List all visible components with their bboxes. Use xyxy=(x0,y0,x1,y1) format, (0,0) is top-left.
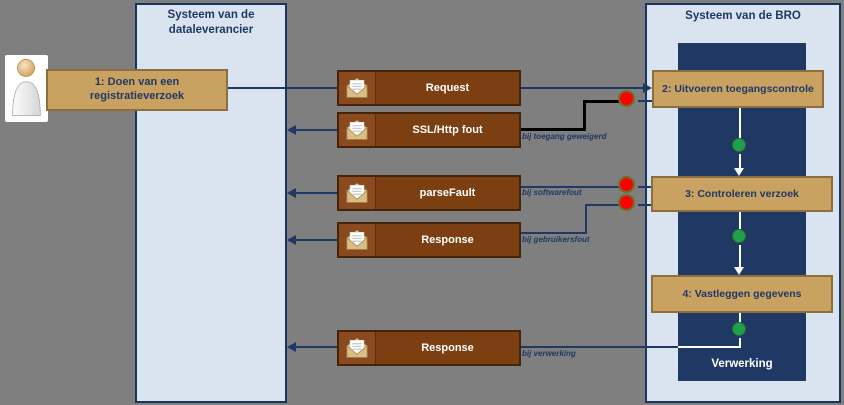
success-dot xyxy=(732,229,746,243)
supplier-panel-title: Systeem van de dataleverancier xyxy=(167,9,255,36)
envelope-icon xyxy=(339,114,376,146)
message-label: Response xyxy=(421,234,474,246)
response-afkeur-to-supplier-line xyxy=(294,239,337,241)
message-label: Request xyxy=(425,82,470,94)
request-message: Request xyxy=(337,70,521,106)
step-1-box: 1: Doen van een registratieverzoek xyxy=(46,69,228,111)
error-dot xyxy=(618,90,635,107)
flow-dot3-down-line xyxy=(739,338,741,348)
response-afkeur-arrowhead xyxy=(287,235,296,245)
flow-dot2-to-step4-line xyxy=(739,245,741,267)
response-afkeur-line-h2 xyxy=(521,232,587,234)
bro-panel-title: Systeem van de BRO xyxy=(685,10,801,22)
step2-error-stub-line xyxy=(638,100,652,102)
supplier-panel xyxy=(135,3,287,403)
processing-band-label: Verwerking xyxy=(711,358,773,370)
flow-step3-to-dot2-line xyxy=(739,212,741,229)
step-4-box: 4: Vastleggen gegevens xyxy=(651,275,833,313)
message-label: Response xyxy=(421,342,474,354)
message-label: parseFault xyxy=(419,187,476,199)
flow-step4-arrowhead xyxy=(734,267,744,275)
success-dot xyxy=(732,138,746,152)
response-verwerking-arrowhead xyxy=(287,342,296,352)
envelope-icon xyxy=(339,177,376,209)
step3-error-stub1-line xyxy=(638,186,651,188)
envelope-icon xyxy=(339,72,376,104)
response-verwerking-line-white xyxy=(678,346,741,348)
actor xyxy=(5,55,48,122)
ssl-arrowhead xyxy=(287,125,296,135)
parsefault-arrowhead xyxy=(287,188,296,198)
parsefault-message: parseFault xyxy=(337,175,521,211)
ssl-fout-note: bij toegang geweigerd xyxy=(522,132,607,141)
response-verwerking-message: Response xyxy=(337,330,521,366)
response-verwerking-to-supplier-line xyxy=(294,346,337,348)
step-3-box: 3: Controleren verzoek xyxy=(651,176,833,212)
flow-step2-to-dot1-line xyxy=(739,108,741,138)
step-2-box: 2: Uitvoeren toegangscontrole xyxy=(652,70,824,108)
person-icon xyxy=(6,54,47,124)
response-afkeur-message: Response xyxy=(337,222,521,258)
response-afkeur-note: bij gebruikersfout xyxy=(522,235,590,244)
step3-error-stub2-line xyxy=(638,204,651,206)
parsefault-from-step3-line xyxy=(521,186,620,188)
parsefault-note: bij softwarefout xyxy=(522,188,582,197)
error-dot xyxy=(618,176,635,193)
envelope-icon xyxy=(339,224,376,256)
parsefault-to-supplier-line xyxy=(294,192,337,194)
envelope-icon xyxy=(339,332,376,364)
ssl-fout-message: SSL/Http fout xyxy=(337,112,521,148)
flow-step3-arrowhead xyxy=(734,168,744,176)
response-afkeur-line-h1 xyxy=(585,204,620,206)
ssl-error-line-h1 xyxy=(583,100,629,103)
request-arrowhead xyxy=(643,83,652,93)
response-verwerking-note: bij verwerking xyxy=(522,349,576,358)
ssl-error-line-h2 xyxy=(521,128,583,131)
step1-to-request-line xyxy=(228,87,337,89)
flow-step4-to-dot3-line xyxy=(739,313,741,322)
error-dot xyxy=(618,194,635,211)
ssl-to-supplier-line xyxy=(294,129,337,131)
success-dot xyxy=(732,322,746,336)
request-to-bro-line xyxy=(521,87,645,89)
message-label: SSL/Http fout xyxy=(412,124,483,136)
ssl-error-line-v xyxy=(583,100,586,131)
response-afkeur-line-v xyxy=(585,204,587,234)
flow-dot1-to-step3-line xyxy=(739,154,741,170)
response-verwerking-line-h1 xyxy=(521,346,678,348)
